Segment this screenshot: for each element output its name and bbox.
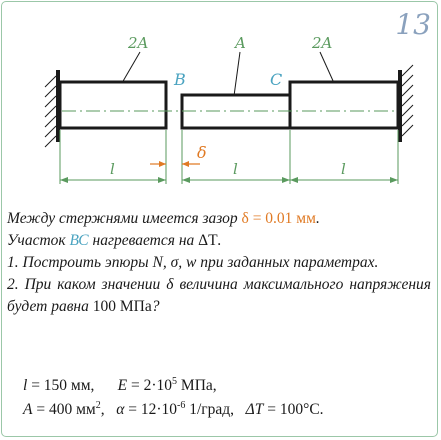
- label-left-area: 2A: [127, 34, 149, 52]
- leader-mid: [233, 51, 241, 97]
- statement-heating: Участок ВС нагревается на ΔТ.: [7, 232, 222, 249]
- segment-bc: ВС: [69, 232, 89, 249]
- left-wall: [44, 70, 60, 148]
- leader-left: [121, 51, 141, 84]
- gap-value: δ = 0.01 мм: [241, 210, 316, 227]
- task-1: 1. Построить эпюры N, σ, w при заданных …: [7, 254, 379, 271]
- right-wall: [398, 64, 414, 142]
- task-2: 2. При каком значении δ величина максима…: [7, 276, 431, 315]
- given-parameters: l = 150 мм, E = 2·105 МПа, A = 400 мм2, …: [23, 374, 433, 422]
- statement-gap: Между стержнями имеется зазор δ = 0.01 м…: [7, 210, 320, 227]
- problem-statement: Между стержнями имеется зазор δ = 0.01 м…: [7, 208, 431, 318]
- dim-label-l1: l: [110, 160, 115, 178]
- label-point-b: B: [173, 70, 186, 89]
- label-gap-delta: δ: [197, 143, 207, 162]
- leader-right: [319, 51, 335, 84]
- label-right-area: 2A: [311, 34, 333, 52]
- params-row-1: l = 150 мм, E = 2·105 МПа,: [23, 376, 217, 395]
- bar-diagram: 2A A 2A B C l l l δ: [44, 34, 414, 184]
- rod-right: [288, 80, 400, 130]
- rod-left: [58, 80, 168, 130]
- dim-label-l2: l: [233, 160, 238, 178]
- params-row-2: A = 400 мм2, α = 12·10-6 1/град, ΔT = 10…: [23, 400, 324, 419]
- dim-label-l3: l: [341, 160, 346, 178]
- label-mid-area: A: [233, 34, 246, 52]
- problem-number: 13: [395, 8, 431, 41]
- label-point-c: C: [270, 70, 282, 89]
